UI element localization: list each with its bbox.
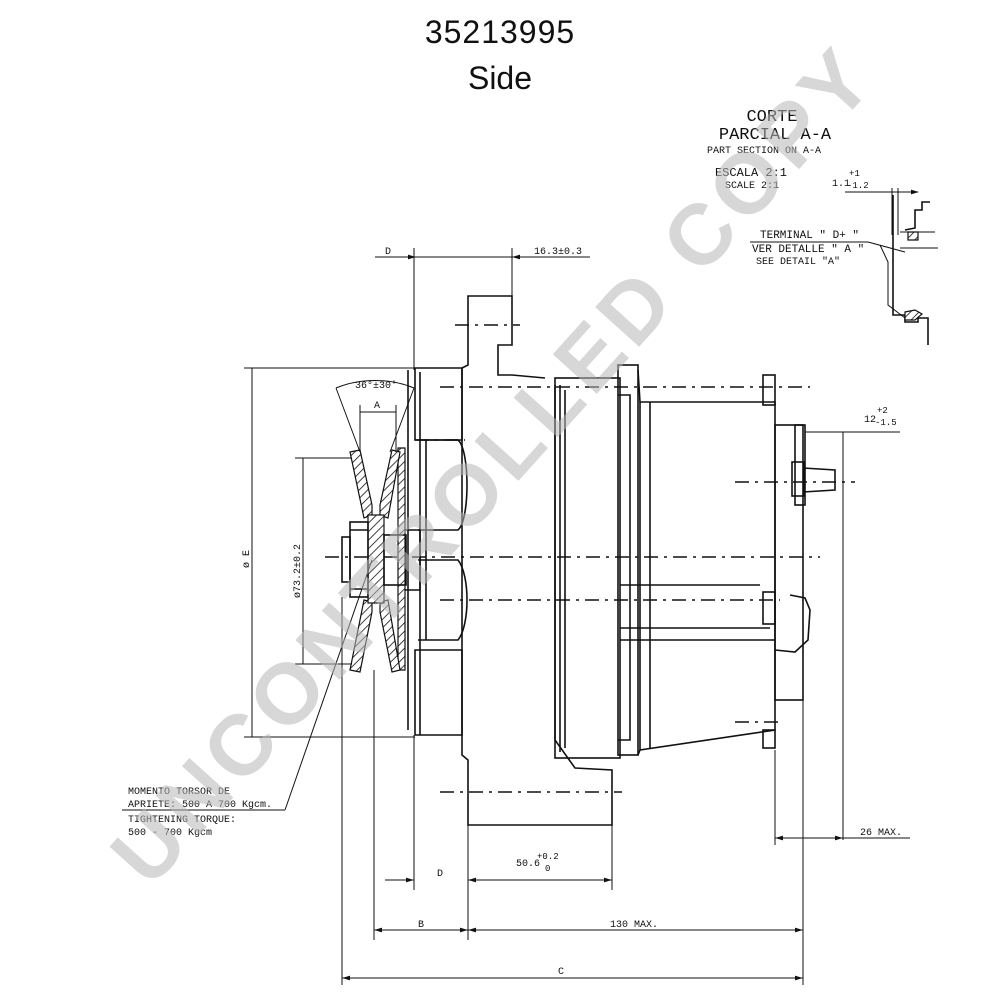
top-dimensions: D 16.3±0.3 [375, 247, 590, 370]
tol-plus: +1 [849, 169, 860, 179]
shaft-plus: +2 [877, 406, 888, 416]
section-line2: PARCIAL A-A [719, 126, 832, 145]
angle-dimension: 36°±30' A [335, 380, 415, 453]
tol-base: 1.1 [832, 179, 850, 190]
max130-label: 130 MAX. [610, 920, 658, 931]
section-line1: CORTE [746, 108, 797, 127]
shaft-minus: -1.5 [875, 418, 897, 428]
uncontrolled-copy-watermark: UNCONTROLLED COPY [93, 28, 894, 903]
torque-line4: 500 - 700 Kgcm [128, 828, 212, 839]
angle-label: 36°±30' [355, 380, 397, 392]
d-bottom-label: D [437, 869, 443, 880]
torque-line2: APRIETE: 500 A 700 Kgcm. [128, 800, 272, 811]
mount-minus: 0 [545, 864, 550, 874]
scale-es: ESCALA 2:1 [715, 166, 787, 180]
terminal-line2: VER DETALLE " A " [752, 244, 864, 256]
top-offset-label: 16.3±0.3 [534, 247, 582, 258]
max26-label: 26 MAX. [860, 828, 902, 839]
section-note: CORTE PARCIAL A-A PART SECTION ON A-A ES… [707, 108, 869, 192]
shaft-dimension: 12 +2 -1.5 [805, 406, 900, 840]
terminal-line3: SEE DETAIL "A" [756, 256, 840, 268]
terminal-note: TERMINAL " D+ " VER DETALLE " A " SEE DE… [750, 230, 906, 268]
view-title: Side [467, 60, 533, 96]
torque-line1: MOMENTO TORSOR DE [128, 787, 230, 798]
terminal-line1: TERMINAL " D+ " [760, 230, 859, 242]
e-diameter-label: ø E [242, 550, 253, 568]
torque-line3: TIGHTENING TORQUE: [128, 815, 236, 826]
bottom-dimensions: D 50.6 +0.2 0 26 MAX. B 130 MAX. [341, 597, 910, 985]
b-label: B [418, 920, 424, 931]
torque-note: MOMENTO TORSOR DE APRIETE: 500 A 700 Kgc… [122, 559, 373, 839]
pulley-dia-label: ø73.2±0.2 [293, 544, 304, 598]
mount-base: 50.6 [516, 859, 540, 870]
section-line3: PART SECTION ON A-A [707, 146, 821, 157]
tol-minus: -1.2 [847, 181, 869, 191]
part-number-title: 35213995 [424, 14, 576, 50]
partial-section-detail [845, 188, 938, 345]
a-label: A [374, 401, 380, 412]
mount-plus: +0.2 [537, 852, 559, 862]
scale-en: SCALE 2:1 [725, 181, 779, 192]
e-diameter-dimension: ø E [242, 367, 415, 738]
shaft-base: 12 [864, 415, 876, 426]
d-top-label: D [385, 247, 391, 258]
c-label: C [558, 967, 564, 978]
pulley [341, 449, 407, 673]
